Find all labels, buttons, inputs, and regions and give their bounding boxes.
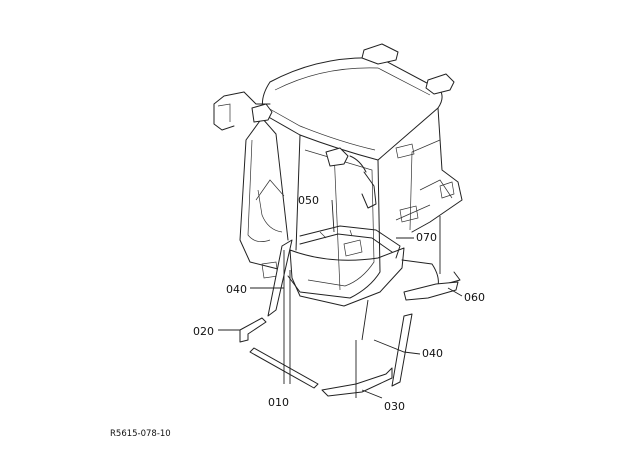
- part-040-left-strip: [267, 239, 293, 317]
- callout-030: 030: [384, 400, 405, 413]
- callout-070: 070: [416, 231, 437, 244]
- reference-code: R5615-078-10: [110, 429, 171, 439]
- callout-010: 010: [268, 396, 289, 409]
- leader-lines: [218, 199, 463, 399]
- part-040-right-strip: [391, 313, 413, 387]
- part-050-seal-frame: [299, 225, 401, 259]
- callout-040-right: 040: [422, 347, 443, 360]
- part-060-strip: [401, 259, 461, 301]
- callout-020: 020: [193, 325, 214, 338]
- cab-assembly: [213, 43, 463, 307]
- callout-060: 060: [464, 291, 485, 304]
- callout-050: 050: [298, 194, 319, 207]
- callout-040-left: 040: [226, 283, 247, 296]
- part-030-seal: [321, 367, 393, 397]
- part-020-seal: [239, 317, 267, 343]
